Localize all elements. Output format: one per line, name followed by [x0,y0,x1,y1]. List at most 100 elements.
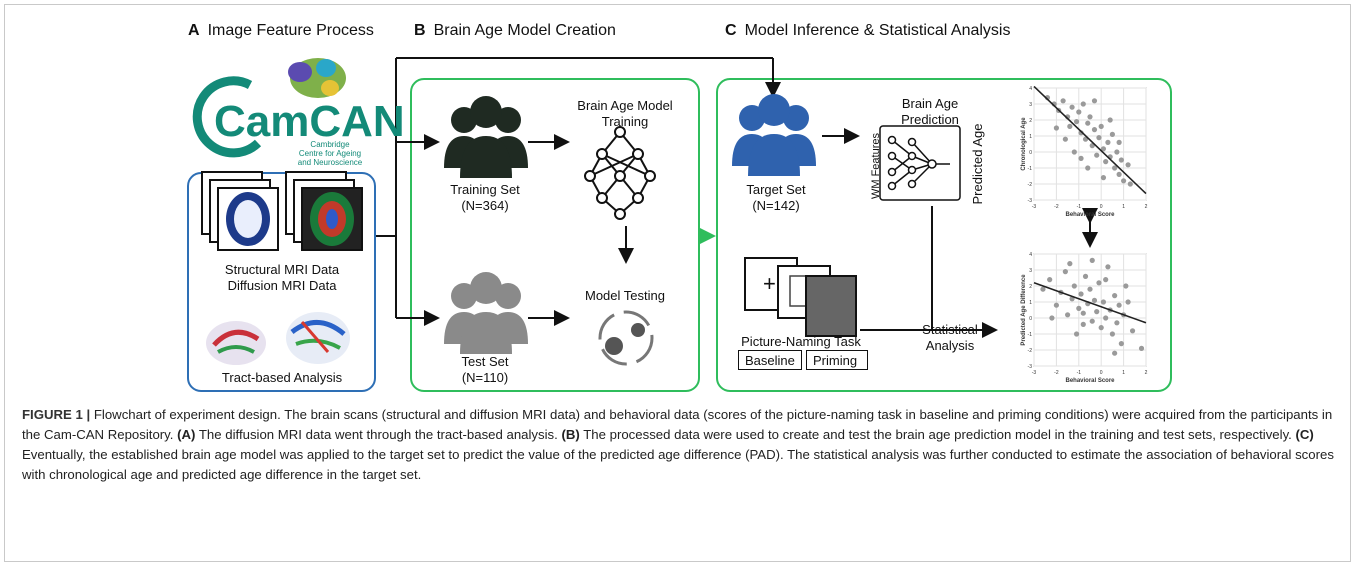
figure-label: FIGURE 1 | [22,407,91,422]
x-tick-label: 1 [1122,204,1125,210]
picture-naming-images: + [744,257,857,337]
data-point [1080,310,1086,316]
x-tick-label: -3 [1032,204,1037,210]
gears-icon [598,310,654,366]
y-tick-label: 0 [1029,150,1032,156]
data-point [1049,315,1055,321]
x-tick-label: 2 [1145,204,1148,210]
target-set-people-icon [732,94,816,176]
y-axis-label: Predicted Age Difference [1021,274,1027,346]
data-point [1091,297,1098,303]
data-point [1138,345,1145,351]
model-training-label-2: Training [601,114,649,129]
predicted-age-label: Predicted Age [970,123,985,205]
data-point [1103,315,1109,321]
caption-a-text: The diffusion MRI data went through the … [195,427,562,442]
y-tick-label: 4 [1029,86,1032,92]
x-axis-label: Behavioral Score [1065,212,1115,218]
y-tick-label: 2 [1029,284,1032,290]
x-tick-label: -1 [1077,370,1082,376]
data-point [1114,320,1120,326]
data-point [1091,127,1098,133]
y-tick-label: 3 [1029,102,1032,108]
regression-line [1033,282,1147,324]
data-point [1080,101,1086,107]
y-tick-label: 2 [1029,118,1032,124]
y-axis-label: Chronological Age [1021,117,1027,171]
camcan-logo [192,58,346,158]
data-point [1100,299,1107,305]
data-point [1062,269,1068,275]
data-point [1078,155,1084,161]
diagram-graphics: + [192,57,1098,366]
x-axis-label: Behavioral Score [1065,378,1115,384]
data-point [1071,283,1077,289]
data-point [1067,261,1073,267]
data-point [1073,119,1080,125]
caption-a-tag: (A) [177,427,196,442]
data-point [1069,104,1075,110]
data-point [1100,146,1107,152]
data-point [1082,273,1089,279]
model-testing-label: Model Testing [585,288,665,303]
data-point [1105,264,1111,270]
test-set-count: (N=110) [461,370,509,385]
data-point [1062,136,1068,142]
brain-age-prediction-label-2: Prediction [901,112,959,127]
data-point [1078,130,1084,136]
y-tick-label: 3 [1029,268,1032,274]
prediction-network-icon [879,125,961,201]
svg-text:+: + [763,271,776,296]
brain-age-prediction-label-1: Brain Age [901,96,959,111]
data-point [1080,321,1086,327]
data-point [1105,139,1111,145]
x-tick-label: -3 [1032,370,1037,376]
data-point [1116,139,1122,145]
data-point [1123,283,1129,289]
x-tick-label: 0 [1100,204,1103,210]
statistical-analysis-label-1: Statistical [922,322,978,337]
data-point [1098,123,1104,129]
x-tick-label: 1 [1122,370,1125,376]
data-point [1053,125,1059,131]
data-point [1103,159,1109,165]
x-tick-label: -1 [1077,204,1082,210]
data-point [1116,302,1122,308]
data-point [1060,98,1066,104]
mri-label-diffusion: Diffusion MRI Data [227,278,337,293]
caption-c-text: Eventually, the established brain age mo… [22,447,1334,482]
plot-area [1033,253,1147,367]
data-point [1096,280,1102,286]
data-point [1047,277,1053,283]
caption-b-text: The processed data were used to create a… [579,427,1296,442]
training-set-count: (N=364) [461,198,509,213]
data-point [1121,178,1127,184]
data-point [1107,117,1113,123]
data-point [1112,350,1118,356]
camcan-logo-text: CamCAN [214,97,405,146]
baseline-condition-box: Baseline [738,350,802,370]
data-point [1089,257,1095,263]
data-point [1094,152,1100,158]
tract-images [206,312,350,365]
data-point [1098,325,1104,331]
data-point [1040,286,1046,292]
target-set-label: Target Set [746,182,806,197]
data-point [1125,162,1131,168]
camcan-subtitle-2: Centre for Ageing [298,149,362,158]
x-tick-label: 0 [1100,370,1103,376]
data-point [1116,171,1122,177]
data-point [1087,114,1093,120]
y-tick-label: -2 [1028,182,1033,188]
data-point [1112,165,1118,171]
data-point [1096,135,1102,141]
caption-intro: Flowchart of experiment design. The brai… [22,407,1333,442]
data-point [1087,286,1093,292]
data-point [1103,277,1109,283]
y-tick-label: 1 [1029,134,1032,140]
